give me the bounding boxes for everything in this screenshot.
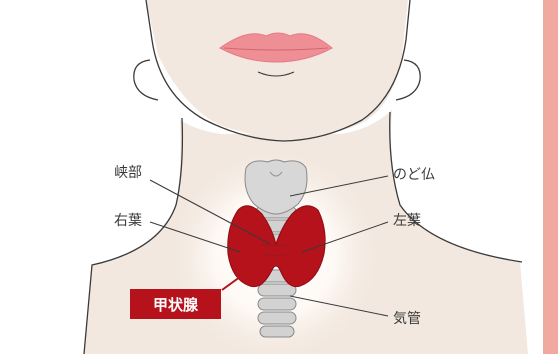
adams-apple-label: のど仏 (393, 168, 435, 182)
left-lobe-label: 左葉 (393, 214, 421, 228)
face-skin (146, 0, 408, 140)
right-lobe-label: 右葉 (114, 214, 142, 228)
left-ear (134, 60, 158, 100)
isthmus-label: 峡部 (114, 166, 142, 180)
accent-side-band (543, 0, 558, 354)
trachea-label: 気管 (393, 312, 421, 326)
thyroid-badge: 甲状腺 (130, 289, 221, 319)
